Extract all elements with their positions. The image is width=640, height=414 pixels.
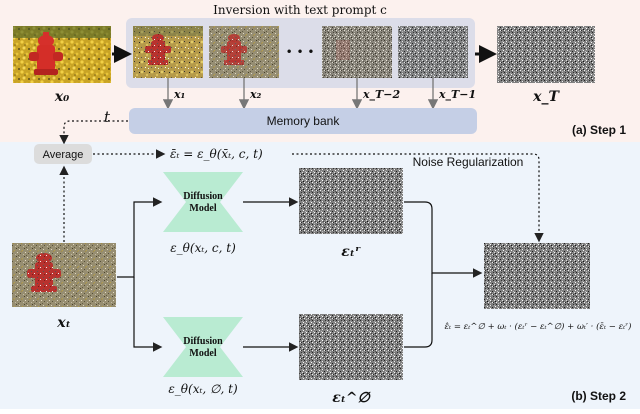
arrow-xt-to-model-top [117,197,163,278]
step1-label: (a) Step 1 [572,123,626,137]
x0-label: x₀ [54,89,69,105]
xT-1-image [398,26,468,78]
final-equation: ε̂ₜ = εₜ^∅ + ωₜ · (εₜʳ − εₜ^∅) + ωₜ′ · (… [445,321,632,332]
inversion-title: Inversion with text prompt c [213,3,387,17]
eps-null-image [299,314,403,380]
xT-label: x_T [532,89,560,105]
xT-1-label: x_T−1 [438,88,476,102]
arrow-xt-to-model-bottom [133,277,163,352]
x2-label: x₂ [249,88,262,101]
average-box [34,144,92,164]
diffusion-model-top-line1: Diffusion [183,191,223,202]
x1-label: x₁ [173,88,185,101]
diffusion-model-top [163,172,243,232]
x2-image [209,26,279,78]
ellipsis-dots: • • • [286,45,315,59]
eps-bar-equation: ε̄ₜ = ε_θ(x̄ₜ, c, t) [170,147,263,161]
diffusion-model-bottom-line2: Model [189,348,216,359]
arrow-eps-r-to-final [404,201,483,278]
arrow-eps-null-to-final [404,273,433,348]
xt-image [12,243,116,307]
eps-null-label: εₜ^∅ [332,390,371,406]
diffusion-model-top-line2: Model [189,203,216,214]
t-label: t [104,108,111,126]
diffusion-model-bottom-caption: ε_θ(xₜ, ∅, t) [168,382,238,396]
x1-image [133,26,203,78]
x0-image [13,26,111,83]
memory-bank-label: Memory bank [267,114,341,128]
final-eps-image [484,243,590,309]
memory-bank-box [129,108,477,134]
eps-r-image [299,168,403,234]
xT-image [497,26,595,83]
hydrant-shape [29,32,63,75]
diffusion-model-bottom [163,317,243,377]
xT-2-label: x_T−2 [362,88,400,102]
step2-label: (b) Step 2 [571,389,626,403]
diffusion-model-top-caption: ε_θ(xₜ, c, t) [170,241,236,255]
xT-2-image [322,26,392,78]
average-label: Average [43,149,84,161]
xt-label: xₜ [56,315,71,331]
noise-regularization-label: Noise Regularization [413,155,524,169]
diffusion-model-bottom-line1: Diffusion [183,336,223,347]
eps-r-label: εₜʳ [341,244,361,260]
